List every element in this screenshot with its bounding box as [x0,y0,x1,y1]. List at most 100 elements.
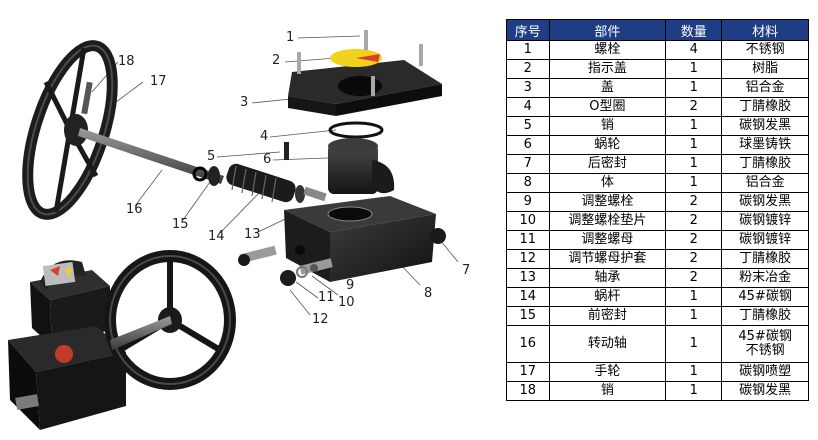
cell-number: 15 [506,306,550,326]
callout-5: 5 [207,149,216,164]
exploded-view-diagram: 1 2 3 4 5 6 7 8 9 10 11 12 13 14 15 16 1… [8,30,471,430]
cell-quantity: 1 [665,173,723,193]
callout-15: 15 [172,217,189,232]
header-part: 部件 [548,19,667,41]
cell-quantity: 2 [665,211,723,231]
callout-8: 8 [424,286,433,301]
cell-quantity: 1 [665,306,723,326]
cell-part: 转动轴 [548,325,667,363]
pin [284,142,289,160]
cell-part: 后密封 [548,154,667,174]
callout-9: 9 [346,278,355,293]
cell-quantity: 1 [665,154,723,174]
cell-part: 调整螺栓 [548,192,667,212]
cell-quantity: 2 [665,230,723,250]
rear-seal [430,228,446,244]
cell-part: 螺栓 [548,40,667,60]
cell-quantity: 1 [665,287,723,307]
cell-part: 体 [548,173,667,193]
cell-material: 45#碳钢 不锈钢 [721,325,809,363]
header-quantity: 数量 [665,19,723,41]
callout-2: 2 [272,53,281,68]
worm-screw [226,163,327,203]
cell-part: 调整螺母 [548,230,667,250]
indicator-dome [42,262,76,286]
cell-material: 铝合金 [721,78,809,98]
o-ring [328,121,384,139]
cell-number: 13 [506,268,550,288]
cell-material: 丁腈橡胶 [721,97,809,117]
cell-quantity: 1 [665,325,723,363]
cell-part: 手轮 [548,362,667,382]
cell-number: 18 [506,381,550,401]
cell-part: 前密封 [548,306,667,326]
cell-number: 2 [506,59,550,79]
cell-number: 4 [506,97,550,117]
cover-assembly [288,30,442,116]
cell-quantity: 2 [665,249,723,269]
cell-quantity: 1 [665,381,723,401]
callout-3: 3 [240,95,249,110]
handwheel [22,40,118,220]
cell-material: 树脂 [721,59,809,79]
cell-material: 碳钢镀锌 [721,230,809,250]
cell-number: 10 [506,211,550,231]
cell-number: 6 [506,135,550,155]
header-number: 序号 [506,19,550,41]
cell-material: 丁腈橡胶 [721,306,809,326]
table-header-row: 序号 部件 数量 材料 [506,19,809,41]
cell-material: 丁腈橡胶 [721,154,809,174]
callout-13: 13 [244,227,261,242]
callout-14: 14 [208,229,225,244]
callout-4: 4 [260,129,269,144]
cell-number: 14 [506,287,550,307]
cell-number: 16 [506,325,550,363]
bolts [297,30,423,96]
drive-shaft [78,128,224,186]
callout-17: 17 [150,74,167,89]
cell-material: 45#碳钢 [721,287,809,307]
cell-part: O型圈 [548,97,667,117]
cell-part: 调整螺栓垫片 [548,211,667,231]
cell-material: 碳钢喷塑 [721,362,809,382]
callout-10: 10 [338,295,355,310]
cell-number: 5 [506,116,550,136]
cell-part: 轴承 [548,268,667,288]
callout-12: 12 [312,312,329,327]
exploded-view-illustration [8,30,459,430]
cell-number: 1 [506,40,550,60]
callout-18: 18 [118,54,135,69]
callout-7: 7 [462,263,471,278]
header-material: 材料 [721,19,809,41]
callout-1: 1 [286,30,295,45]
cell-number: 12 [506,249,550,269]
cell-quantity: 2 [665,192,723,212]
cell-material: 粉末冶金 [721,268,809,288]
cell-part: 销 [548,381,667,401]
cell-number: 11 [506,230,550,250]
worm-gear [328,138,395,194]
cell-part: 盖 [548,78,667,98]
callout-6: 6 [263,152,272,167]
callout-16: 16 [126,202,143,217]
cell-part: 蜗杆 [548,287,667,307]
cell-part: 指示盖 [548,59,667,79]
cell-number: 7 [506,154,550,174]
